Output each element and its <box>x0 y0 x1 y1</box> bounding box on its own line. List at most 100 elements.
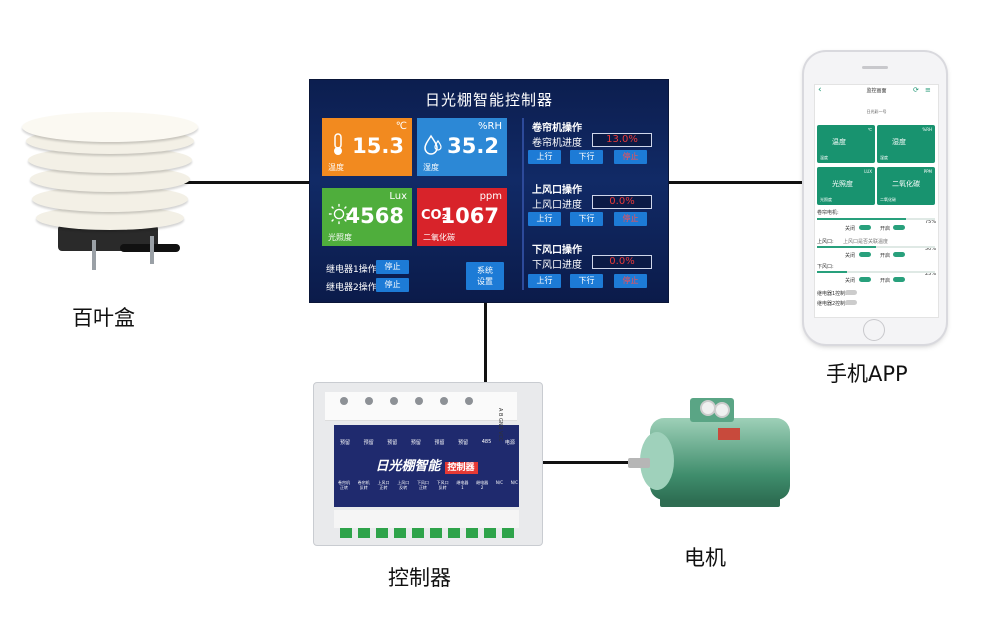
app-row-percent: 25% <box>925 271 937 277</box>
tile-name: 湿度 <box>892 138 906 146</box>
green-terminal <box>376 528 388 538</box>
curtain-stop-button[interactable]: 停止 <box>614 150 647 164</box>
water-drop-icon <box>424 134 442 155</box>
tile-value: 1067 <box>440 204 499 228</box>
progress-fill <box>817 246 876 248</box>
relay-2-stop-button[interactable]: 停止 <box>376 278 409 292</box>
link-hmi-phone <box>668 181 806 184</box>
terminal-screw <box>440 397 448 405</box>
bottom-label: 上风口 正转 <box>377 480 390 490</box>
progress-label: 卷帘机进度 <box>532 138 582 149</box>
section-title: 下风口操作 <box>532 245 582 256</box>
tile-label: 湿度 <box>423 163 439 172</box>
app-switch-off: 关闭 <box>845 278 856 284</box>
caption-louver-box: 百叶盒 <box>72 306 135 330</box>
co2-tile: CO₂ ppm 1067 二氧化碳 <box>417 188 507 246</box>
curtain-down-button[interactable]: 下行 <box>570 150 603 164</box>
green-terminal <box>358 528 370 538</box>
progress-value: 0.0% <box>592 255 652 269</box>
curtain-section: 卷帘机操作 卷帘机进度 13.0% 上行 下行 停止 <box>526 116 666 172</box>
top-label: 预留 <box>340 440 351 446</box>
motor-shaft <box>628 458 650 468</box>
app-co2-tile[interactable]: PPM 二氧化碳 二氧化碳 <box>877 167 935 205</box>
tile-unit: %RH <box>478 121 502 132</box>
sun-icon <box>328 203 350 225</box>
tile-name: 温度 <box>832 138 846 146</box>
app-relay-2-label: 继电器2控制: <box>817 301 847 307</box>
app-switch-on: 开启 <box>880 278 891 284</box>
relay-2-label: 继电器2操作 <box>326 283 377 293</box>
toggle-switch[interactable] <box>893 277 905 282</box>
back-icon[interactable]: ‹ <box>818 85 822 95</box>
relay-1-stop-button[interactable]: 停止 <box>376 260 409 274</box>
top-label: 485 <box>481 439 492 445</box>
caption-phone: 手机APP <box>826 362 908 386</box>
green-terminal <box>430 528 442 538</box>
lower-vent-stop-button[interactable]: 停止 <box>614 274 647 288</box>
caption-controller: 控制器 <box>388 566 451 590</box>
controller-top-strip <box>325 392 517 421</box>
toggle-switch[interactable] <box>893 252 905 257</box>
toggle-switch[interactable] <box>893 225 905 230</box>
controller-brand-name: 日光棚智能 <box>375 459 441 474</box>
app-row-percent: 50% <box>925 246 937 252</box>
upper-vent-down-button[interactable]: 下行 <box>570 212 603 226</box>
progress-label: 上风口进度 <box>532 200 582 211</box>
thermometer-icon <box>334 133 342 155</box>
system-settings-line1: 系统 <box>477 266 493 275</box>
controller-brand: 日光棚智能控制器 <box>334 455 519 474</box>
progress-label: 下风口进度 <box>532 260 582 271</box>
illuminance-tile: Lux 4568 光照度 <box>322 188 412 246</box>
app-row-percent: 75% <box>925 219 937 225</box>
phone-home-button[interactable] <box>864 320 884 340</box>
app-humidity-tile[interactable]: %RH 湿度 湿度 <box>877 125 935 163</box>
side-label: B <box>497 413 503 417</box>
top-label: 预留 <box>458 440 469 446</box>
app-switch-off: 关闭 <box>845 226 856 232</box>
tile-sub: 温度 <box>820 155 828 160</box>
tile-unit: PPM <box>923 169 932 174</box>
lower-vent-section: 下风口操作 下风口进度 0.0% 上行 下行 停止 <box>526 238 666 294</box>
top-label: 电源 <box>504 440 515 446</box>
curtain-progress-bar <box>817 218 935 220</box>
humidity-tile: %RH 35.2 湿度 <box>417 118 507 176</box>
side-label: GND <box>497 418 503 430</box>
tile-name: 二氧化碳 <box>892 180 920 188</box>
upper-vent-stop-button[interactable]: 停止 <box>614 212 647 226</box>
curtain-up-button[interactable]: 上行 <box>528 150 561 164</box>
temperature-tile: ℃ 15.3 温度 <box>322 118 412 176</box>
upper-vent-up-button[interactable]: 上行 <box>528 212 561 226</box>
progress-fill <box>817 218 906 220</box>
app-illuminance-tile[interactable]: LUX 光照度 光照度 <box>817 167 875 205</box>
section-title: 卷帘机操作 <box>532 123 582 134</box>
green-terminal <box>394 528 406 538</box>
relay-2-toggle[interactable] <box>845 300 857 305</box>
system-settings-line2: 设置 <box>477 277 493 286</box>
toggle-switch[interactable] <box>859 277 871 282</box>
bottom-label: 继电器 2 <box>476 480 489 490</box>
side-label: A <box>497 408 503 412</box>
bottom-label: 上风口 反转 <box>397 480 410 490</box>
panel-divider <box>522 118 524 290</box>
tile-value: 15.3 <box>352 134 404 158</box>
toggle-switch[interactable] <box>859 252 871 257</box>
lower-vent-down-button[interactable]: 下行 <box>570 274 603 288</box>
app-row-label: 下风口: <box>817 264 834 270</box>
bottom-label: N/C <box>510 480 518 485</box>
system-settings-button[interactable]: 系统 设置 <box>466 262 504 290</box>
hmi-title: 日光棚智能控制器 <box>424 91 553 109</box>
app-temperature-tile[interactable]: ℃ 温度 温度 <box>817 125 875 163</box>
louver-top-cap <box>22 112 198 142</box>
section-title: 上风口操作 <box>532 185 582 196</box>
green-terminal <box>466 528 478 538</box>
lower-vent-up-button[interactable]: 上行 <box>528 274 561 288</box>
caption-motor: 电机 <box>684 546 726 570</box>
refresh-icon[interactable]: ⟳ <box>913 86 919 94</box>
tile-sub: 光照度 <box>820 197 832 202</box>
green-terminal <box>448 528 460 538</box>
relay-1-toggle[interactable] <box>845 290 857 295</box>
toggle-switch[interactable] <box>859 225 871 230</box>
menu-icon[interactable]: ≡ <box>925 86 931 94</box>
tile-value: 35.2 <box>447 134 499 158</box>
terminal-screw <box>415 397 423 405</box>
